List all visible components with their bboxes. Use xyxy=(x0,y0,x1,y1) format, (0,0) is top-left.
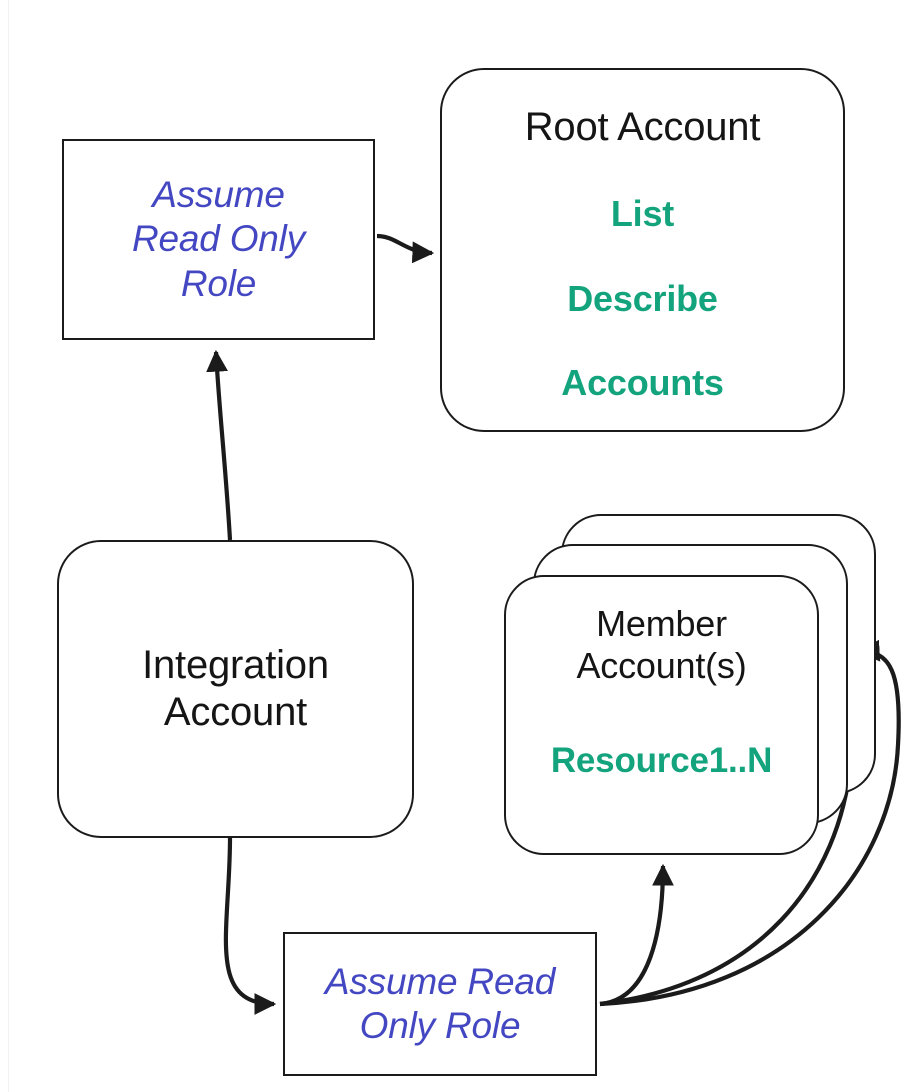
root-account-action-list: List xyxy=(610,193,675,235)
member-account-line-1: Member xyxy=(596,603,727,644)
integration-account-line-2: Account xyxy=(163,690,308,734)
assume-read-only-role-lower-box[interactable]: Assume Read Only Role xyxy=(283,932,597,1076)
root-account-action-describe: Describe xyxy=(567,277,718,319)
integration-account-line-1: Integration xyxy=(142,642,329,687)
member-account-card-front[interactable]: Member Account(s) Resource1..N xyxy=(504,575,819,855)
assume-role-upper-line-1: Assume xyxy=(152,173,285,215)
page-left-rule xyxy=(8,0,9,1092)
integration-account-box[interactable]: Integration Account xyxy=(57,540,414,838)
root-account-title: Root Account xyxy=(524,105,761,149)
assume-read-only-role-upper-box[interactable]: Assume Read Only Role xyxy=(62,139,375,340)
assume-role-lower-line-2: Only Role xyxy=(359,1005,521,1046)
root-account-action-accounts: Accounts xyxy=(561,362,724,404)
edge-assume-lower-to-member-front xyxy=(599,863,674,1007)
edge-integration-to-assume-lower xyxy=(223,837,277,1015)
edge-assume-upper-to-root xyxy=(376,233,435,264)
member-account-line-2: Account(s) xyxy=(576,645,747,687)
assume-role-upper-line-2: Read Only xyxy=(131,218,305,260)
member-account-resources: Resource1..N xyxy=(550,740,773,780)
assume-role-upper-line-3: Role xyxy=(180,262,257,304)
member-accounts-stack[interactable]: Member Account(s) Resource1..N xyxy=(504,512,884,857)
assume-role-lower-line-1: Assume Read xyxy=(324,960,556,1002)
root-account-box[interactable]: Root Account List Describe Accounts xyxy=(440,68,845,432)
edge-integration-to-assume-upper xyxy=(206,349,233,541)
